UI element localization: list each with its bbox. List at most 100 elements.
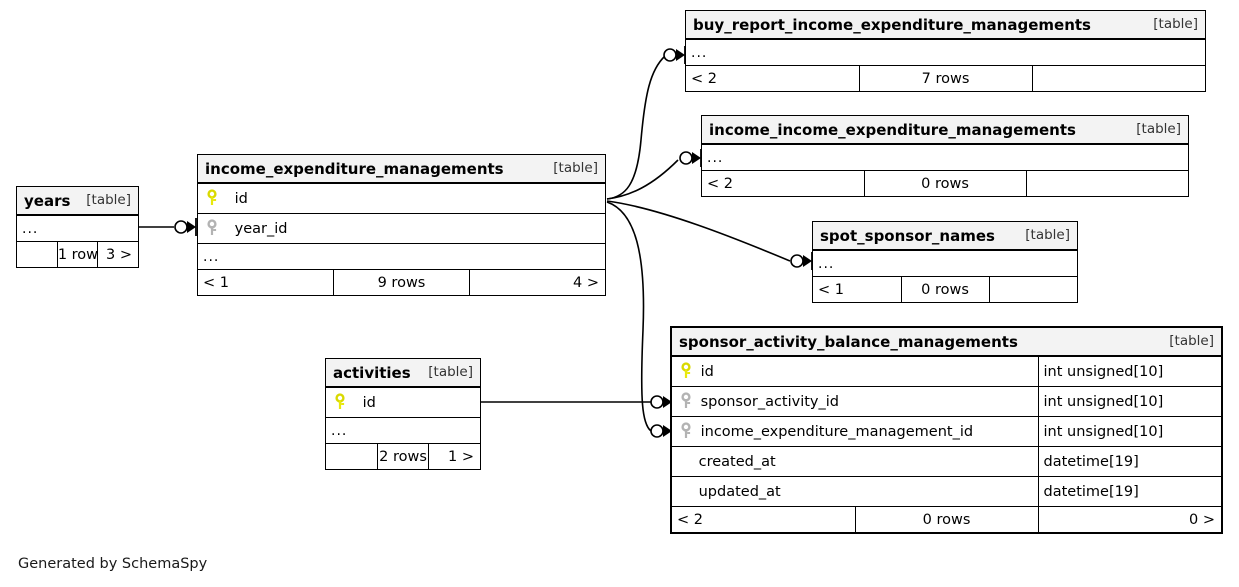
table-type-tag: [table]: [428, 363, 473, 380]
footer-parents: < 2: [702, 170, 865, 196]
table-header-row: spot_sponsor_names [table]: [813, 222, 1077, 251]
primary-key-icon: [332, 392, 348, 411]
table-income-expenditure-managements[interactable]: income_expenditure_managements [table] id…: [197, 154, 606, 296]
table-header-row: income_expenditure_managements [table]: [198, 155, 605, 184]
footer-parents: < 2: [672, 506, 856, 532]
table-spot-sponsor-names[interactable]: spot_sponsor_names [table] ... < 1 0 rows: [812, 221, 1078, 303]
foreign-key-icon: [678, 391, 694, 410]
table-title: buy_report_income_expenditure_management…: [693, 15, 1091, 34]
table-footer-row: < 1 0 rows: [813, 276, 1077, 302]
table-more-columns-row[interactable]: ...: [198, 243, 605, 270]
table-more-columns-row[interactable]: ...: [702, 144, 1188, 171]
ellipsis-label: ...: [686, 39, 1205, 66]
table-header-row: years [table]: [17, 187, 138, 216]
footer-children: [1031, 65, 1205, 91]
table-header-row: income_income_expenditure_managements [ta…: [702, 116, 1188, 145]
footer-children: [988, 276, 1077, 302]
column-name: income_expenditure_management_id: [700, 423, 974, 440]
ellipsis-label: ...: [813, 250, 1077, 277]
table-type-tag: [table]: [553, 159, 598, 176]
footer-rowcount: 0 rows: [863, 170, 1027, 196]
table-footer-row: < 2 0 rows 0 >: [672, 506, 1221, 532]
primary-key-icon: [678, 361, 694, 380]
footer-rowcount: 0 rows: [854, 506, 1039, 532]
table-footer-row: < 1 9 rows 4 >: [198, 269, 605, 295]
table-type-tag: [table]: [1169, 332, 1214, 349]
table-sponsor-activity-balance-managements[interactable]: sponsor_activity_balance_managements [tab…: [670, 326, 1223, 534]
footer-rowcount: 2 rows: [376, 443, 430, 469]
ellipsis-label: ...: [702, 144, 1188, 171]
table-header-row: sponsor_activity_balance_managements [tab…: [672, 328, 1221, 357]
column-name: year_id: [234, 220, 288, 237]
table-type-tag: [table]: [86, 191, 131, 208]
ellipsis-label: ...: [17, 215, 138, 242]
table-header-row: buy_report_income_expenditure_management…: [686, 11, 1205, 40]
column-type: int unsigned[10]: [1037, 416, 1221, 447]
table-more-columns-row[interactable]: ...: [813, 250, 1077, 277]
column-name: sponsor_activity_id: [700, 393, 839, 410]
footer-parents: [17, 241, 58, 267]
footer-parents: < 1: [813, 276, 902, 302]
edge-iem-to-buy-report: [606, 55, 666, 200]
column-type: int unsigned[10]: [1037, 386, 1221, 417]
footer-children: 0 >: [1037, 506, 1221, 532]
table-footer-row: 1 row 3 >: [17, 241, 138, 267]
column-name: updated_at: [698, 483, 781, 500]
table-more-columns-row[interactable]: ...: [17, 215, 138, 242]
foreign-key-icon: [204, 218, 220, 237]
footer-children: 1 >: [428, 443, 480, 469]
column-row-updated-at[interactable]: updated_at datetime[19]: [672, 476, 1221, 507]
edge-iem-to-income-income: [606, 159, 679, 200]
table-title: income_expenditure_managements: [205, 159, 504, 178]
footer-rowcount: 1 row: [56, 241, 99, 267]
column-row-id[interactable]: id int unsigned[10]: [672, 356, 1221, 387]
table-footer-row: < 2 0 rows: [702, 170, 1188, 196]
column-row-id[interactable]: id: [326, 387, 480, 418]
footer-parents: < 2: [686, 65, 860, 91]
column-row-income-expenditure-management-id[interactable]: income_expenditure_management_id int uns…: [672, 416, 1221, 447]
table-title: activities: [333, 363, 411, 382]
column-type: datetime[19]: [1037, 446, 1221, 477]
footer-children: [1025, 170, 1188, 196]
table-type-tag: [table]: [1136, 120, 1181, 137]
column-type: datetime[19]: [1037, 476, 1221, 507]
footer-parents: < 1: [198, 269, 335, 295]
table-footer-row: < 2 7 rows: [686, 65, 1205, 91]
table-activities[interactable]: activities [table] id ... 2 rows 1 >: [325, 358, 481, 470]
table-type-tag: [table]: [1153, 15, 1198, 32]
column-row-sponsor-activity-id[interactable]: sponsor_activity_id int unsigned[10]: [672, 386, 1221, 417]
column-name: id: [700, 363, 714, 380]
ellipsis-label: ...: [198, 243, 605, 270]
edge-iem-to-spot-sponsor: [606, 200, 791, 262]
column-name: id: [362, 394, 376, 411]
column-row-id[interactable]: id: [198, 183, 605, 214]
ellipsis-label: ...: [326, 417, 480, 444]
table-more-columns-row[interactable]: ...: [686, 39, 1205, 66]
foreign-key-icon: [678, 421, 694, 440]
table-more-columns-row[interactable]: ...: [326, 417, 480, 444]
footer-rowcount: 7 rows: [858, 65, 1033, 91]
column-name: id: [234, 190, 248, 207]
table-title: sponsor_activity_balance_managements: [679, 332, 1018, 351]
table-footer-row: 2 rows 1 >: [326, 443, 480, 469]
table-type-tag: [table]: [1025, 226, 1070, 243]
table-buy-report-income-expenditure-managements[interactable]: buy_report_income_expenditure_management…: [685, 10, 1206, 92]
footer-rowcount: 0 rows: [900, 276, 990, 302]
edge-iem-to-sponsor-balance: [606, 201, 652, 432]
footer-rowcount: 9 rows: [333, 269, 470, 295]
footer-children: 3 >: [97, 241, 138, 267]
table-title: spot_sponsor_names: [820, 226, 995, 245]
generated-by-credit: Generated by SchemaSpy: [18, 556, 208, 572]
table-title: income_income_expenditure_managements: [709, 120, 1076, 139]
table-header-row: activities [table]: [326, 359, 480, 388]
table-income-income-expenditure-managements[interactable]: income_income_expenditure_managements [ta…: [701, 115, 1189, 197]
column-row-year-id[interactable]: year_id: [198, 213, 605, 244]
column-row-created-at[interactable]: created_at datetime[19]: [672, 446, 1221, 477]
table-title: years: [24, 191, 71, 210]
primary-key-icon: [204, 188, 220, 207]
footer-children: 4 >: [468, 269, 605, 295]
footer-parents: [326, 443, 378, 469]
column-name: created_at: [698, 453, 776, 470]
table-years[interactable]: years [table] ... 1 row 3 >: [16, 186, 139, 268]
